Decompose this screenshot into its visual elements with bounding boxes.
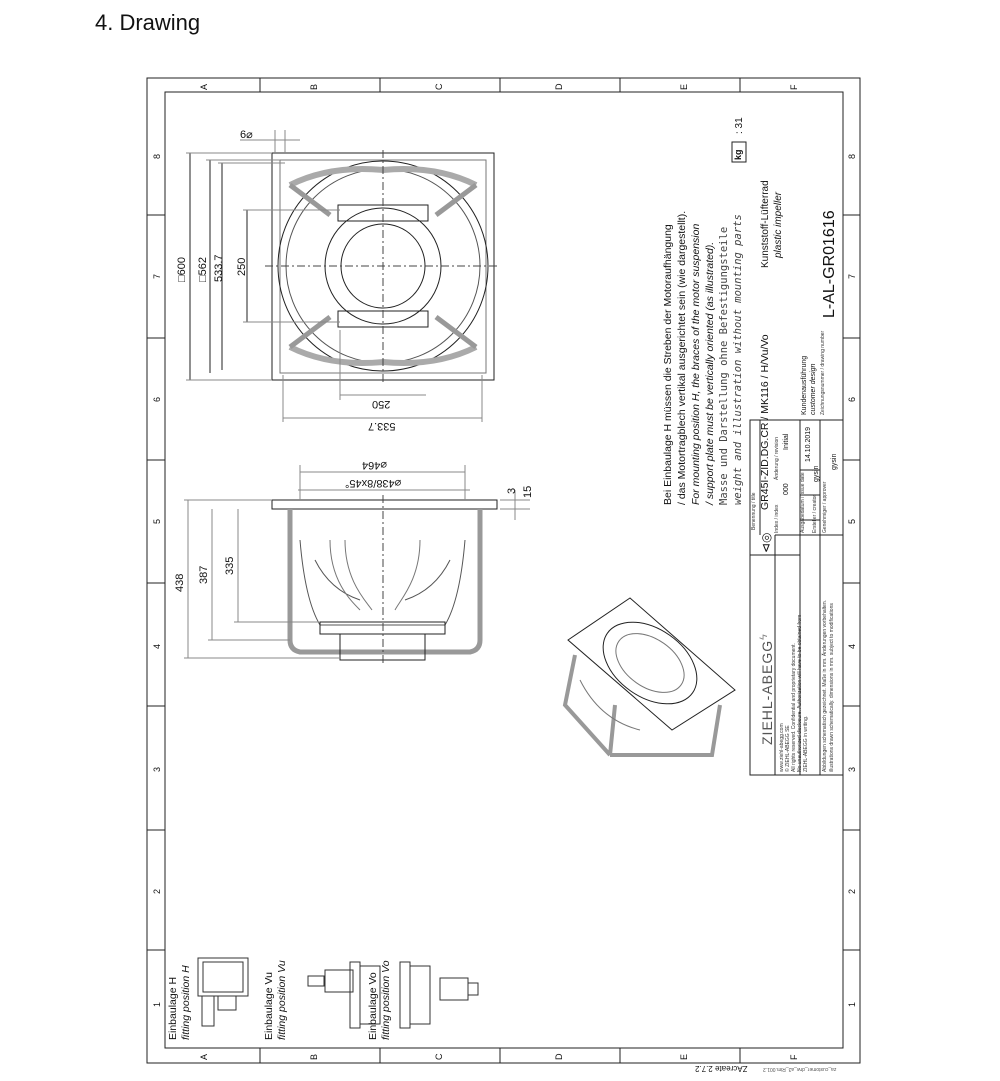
zone-row-7: 7 xyxy=(847,273,857,279)
zone-col-B: B xyxy=(309,83,319,90)
weight-icon: kg xyxy=(733,149,743,160)
note-de-2: / das Motortragblech vertikal ausgericht… xyxy=(676,210,688,505)
zone-row-8: 8 xyxy=(152,153,162,159)
zone-col-D: D xyxy=(554,83,564,91)
position-h-en: fitting position H xyxy=(180,965,192,1040)
dim-3: 3 xyxy=(506,487,518,494)
position-vo-en: fitting position Vo xyxy=(380,960,392,1040)
dim-438: 438 xyxy=(174,573,186,592)
legal-5: ZIEHL-ABEGG in writing. xyxy=(803,715,809,772)
fitting-thumbnails xyxy=(197,957,479,1029)
section-heading: 4. Drawing xyxy=(95,10,201,35)
outer-frame xyxy=(146,77,861,1064)
creator-label: Ersteller / creator xyxy=(812,494,818,533)
dim-562: □562 xyxy=(197,257,209,282)
zone-row-5: 5 xyxy=(152,518,162,524)
product-de: Kunststoff-Lüfterrad xyxy=(760,180,771,268)
zone-col-D: D xyxy=(554,1053,564,1061)
dim-250-h: 250 xyxy=(372,398,391,410)
dim-335: 335 xyxy=(224,556,236,575)
zone-row-1: 1 xyxy=(152,1001,162,1007)
dim-250-v: 250 xyxy=(236,257,248,276)
legal-6: Abbildungen schematisch gezeichnet. Maße… xyxy=(822,599,828,772)
mass-note-de: Masse und Darstellung ohne Befestigungst… xyxy=(718,226,730,505)
zone-col-E: E xyxy=(679,83,689,90)
note-de-1: Bei Einbaulage H müssen die Streben der … xyxy=(662,224,674,505)
dim-464: ⌀464 xyxy=(362,459,387,471)
dim-15: 15 xyxy=(522,485,534,498)
drawing-number-label: Zeichnungsnummer / drawing number xyxy=(820,330,826,415)
zone-col-A: A xyxy=(199,83,209,90)
dim-438-holes: ⌀438/8x45° xyxy=(345,477,402,489)
designation: GR45I-ZID.DG.CR / MK116 / H/Vu/Vo xyxy=(759,334,771,510)
drawing-number: L-AL-GR01616 xyxy=(821,210,838,318)
dim-hole: 6⌀ xyxy=(240,129,253,141)
zone-row-4: 4 xyxy=(847,643,857,649)
weight-icon-box xyxy=(731,141,747,163)
mass-note-en: weight and illustration without mounting… xyxy=(732,214,744,505)
zone-row-2: 2 xyxy=(847,888,857,894)
position-vu-en: fitting position Vu xyxy=(276,960,288,1040)
zone-row-7: 7 xyxy=(152,273,162,279)
zone-ticks xyxy=(147,78,860,1063)
dim-533-h: 533.7 xyxy=(368,420,396,432)
zone-row-3: 3 xyxy=(847,766,857,772)
weight-value: : 31 xyxy=(734,117,745,134)
note-en-2: / support plate must be vertically orien… xyxy=(704,241,716,505)
zone-col-E: E xyxy=(679,1053,689,1060)
zone-col-C: C xyxy=(434,1053,444,1061)
creator: gysin xyxy=(813,465,820,482)
product-en: plastic impeller xyxy=(773,191,784,258)
zone-row-6: 6 xyxy=(847,396,857,402)
zone-col-B: B xyxy=(309,1053,319,1060)
zone-row-5: 5 xyxy=(847,518,857,524)
index: 000 xyxy=(783,483,790,495)
legal-7: illustrations drawn schematically. dimen… xyxy=(829,603,835,772)
zone-row-1: 1 xyxy=(847,1001,857,1007)
zone-col-A: A xyxy=(199,1053,209,1060)
zone-row-3: 3 xyxy=(152,766,162,772)
side-view xyxy=(184,465,530,665)
approver-label: Genehmiger / approver xyxy=(822,481,828,533)
dim-533: 533.7 xyxy=(213,254,225,282)
template-version: ZAcreate 2.7.2 xyxy=(695,1064,748,1073)
zone-row-8: 8 xyxy=(847,153,857,159)
zone-col-F: F xyxy=(789,84,799,91)
index-label: Index / index xyxy=(774,504,780,533)
revision: Initial xyxy=(783,433,790,450)
zone-row-4: 4 xyxy=(152,643,162,649)
date-label: Ausgabedatum / issue date xyxy=(800,472,806,533)
zone-row-6: 6 xyxy=(152,396,162,402)
position-h-de: Einbaulage H xyxy=(167,976,179,1040)
issue-date: 14.10.2019 xyxy=(805,426,812,462)
logo-bolt-icon: ϟ xyxy=(758,634,770,640)
customer-design-de: Kundenausführung xyxy=(801,355,808,415)
projection-icon: ⊲◎ xyxy=(759,532,773,553)
title-block-lines xyxy=(749,419,844,776)
zone-row-2: 2 xyxy=(152,888,162,894)
top-view xyxy=(186,130,500,422)
revision-label: Änderung / revision xyxy=(774,436,780,480)
approver: gysin xyxy=(831,453,838,470)
isometric-view xyxy=(562,597,736,757)
customer-design-en: customer design xyxy=(810,363,817,415)
brand-logo: ZIEHL-ABEGG xyxy=(759,639,775,745)
note-en-1: For mounting position H, the braces of t… xyxy=(690,223,702,505)
designation-label: Benennung / title xyxy=(751,492,757,530)
zone-col-C: C xyxy=(434,83,444,91)
dim-387: 387 xyxy=(198,565,210,584)
position-vu-de: Einbaulage Vu xyxy=(263,972,275,1040)
position-vo-de: Einbaulage Vo xyxy=(367,972,379,1040)
zone-col-F: F xyxy=(789,1054,799,1061)
dim-600: □600 xyxy=(176,257,188,282)
file-name: za_customer_drw_a3_Rim.001.2 xyxy=(763,1066,837,1072)
